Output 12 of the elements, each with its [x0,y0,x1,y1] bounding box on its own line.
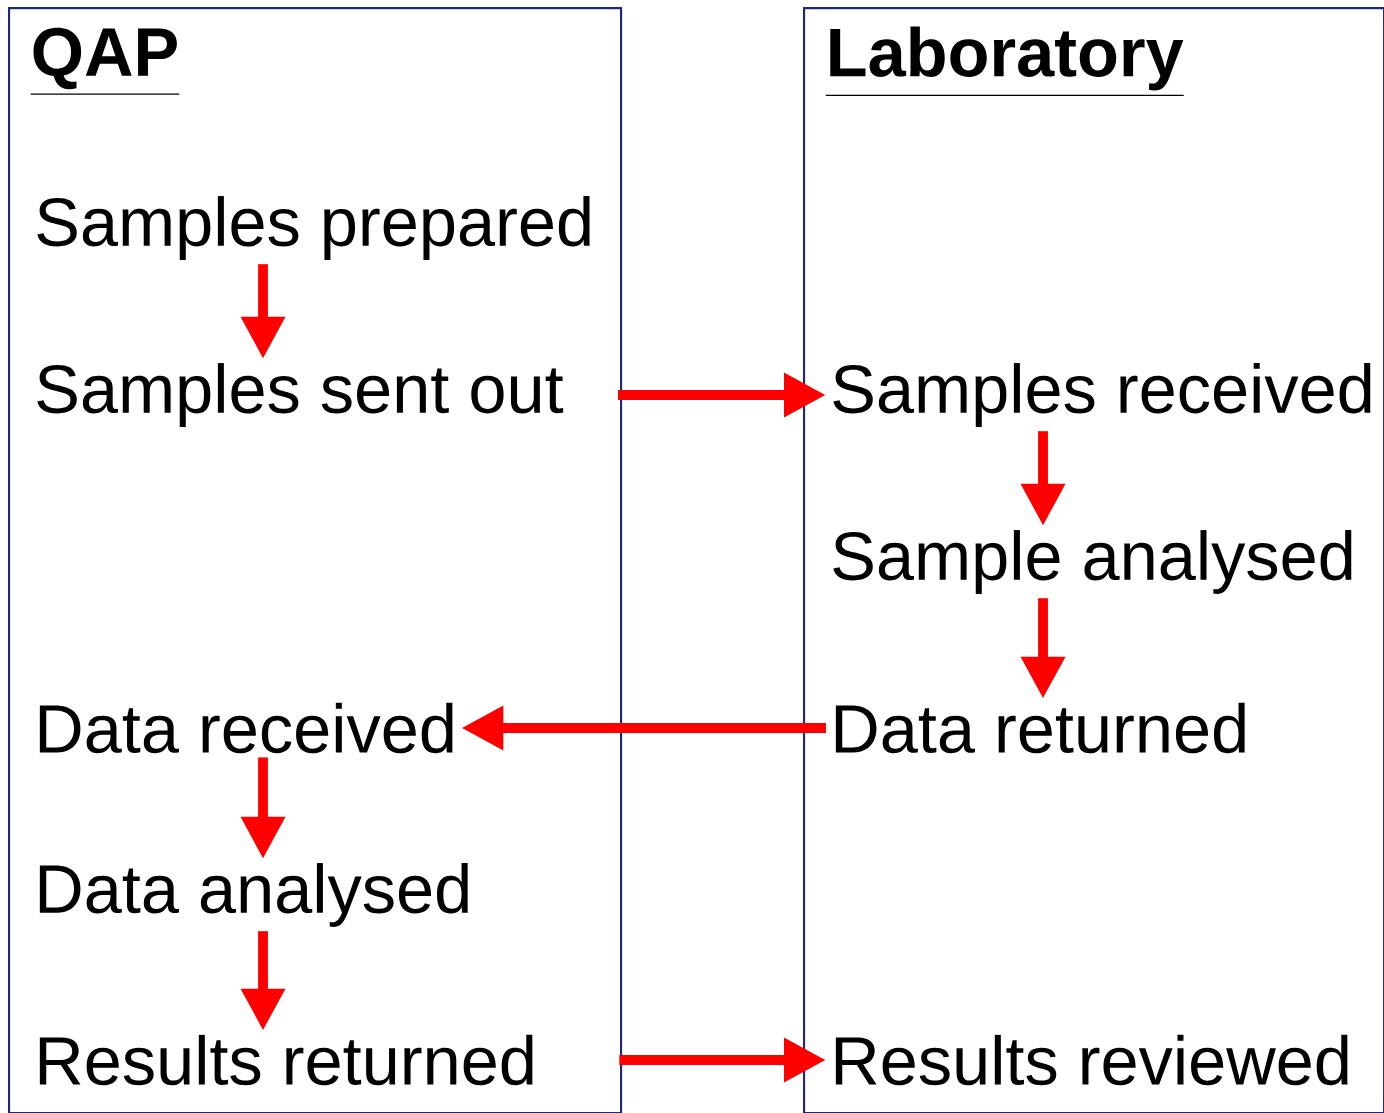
step-label: Data received [39,702,453,754]
step-label: Results returned [39,1034,533,1086]
lane-heading: Laboratory [825,26,1185,97]
lane-heading: QAP [30,27,180,95]
step-label: Samples sent out [37,363,564,427]
step-label: Samples prepared [37,196,590,260]
step-label: Data analysed [39,863,468,927]
step-label: Data returned [835,702,1245,754]
step-label: Results reviewed [835,1034,1348,1086]
lane-box [8,7,623,1113]
step-label: Sample analysed [833,530,1352,594]
step-label: Samples received [833,363,1371,427]
